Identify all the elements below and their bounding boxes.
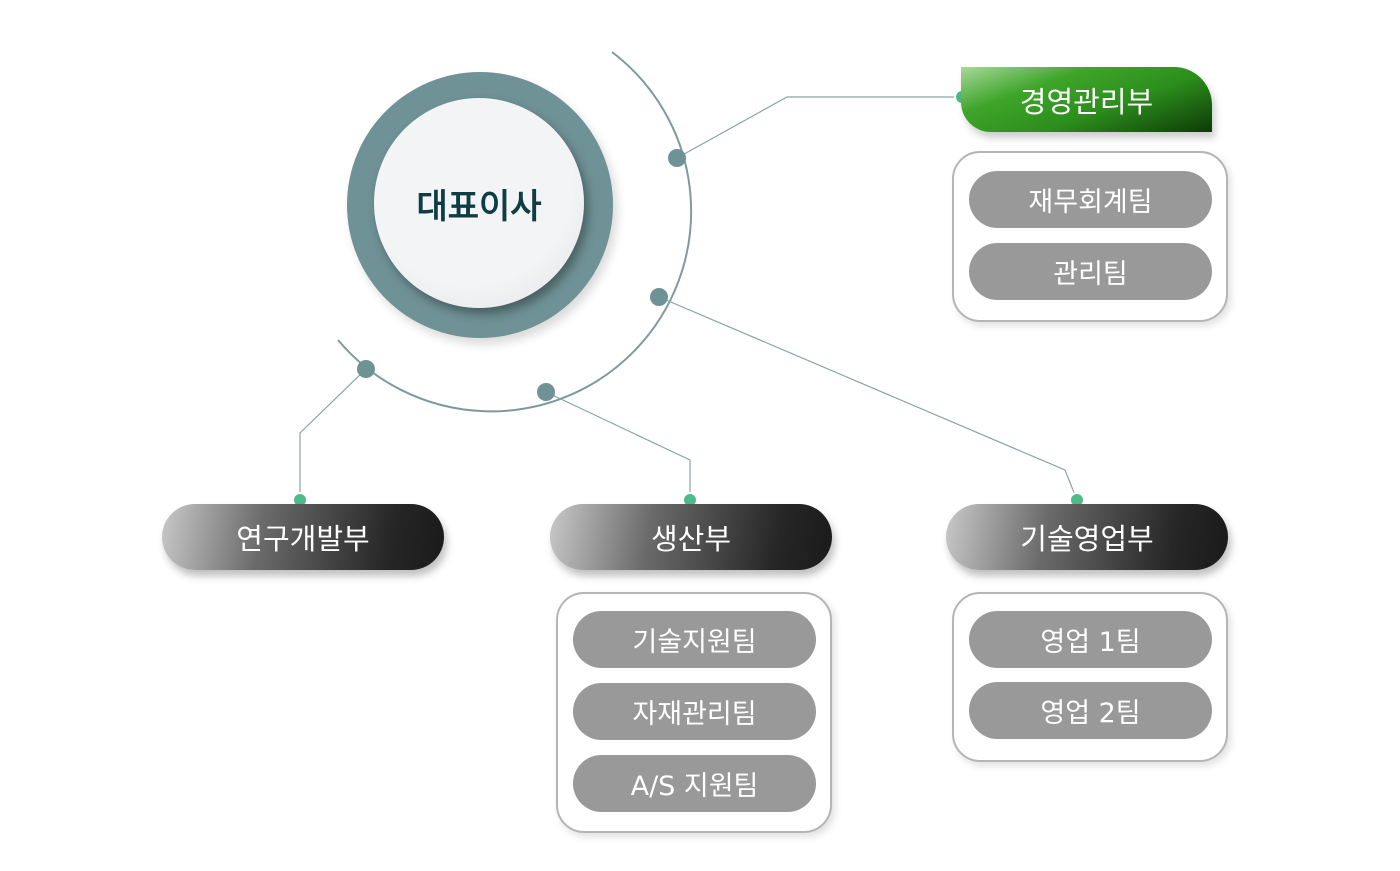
dept-rnd: 연구개발부 xyxy=(162,504,444,570)
orbit-arc xyxy=(337,51,693,413)
orbit-node xyxy=(668,149,686,167)
dept-sales: 기술영업부 xyxy=(946,504,1228,570)
team-finance: 재무회계팀 xyxy=(969,171,1212,228)
line-production xyxy=(545,391,691,500)
team-sales-1: 영업 1팀 xyxy=(969,611,1212,668)
orbit-node xyxy=(357,360,375,378)
line-rnd xyxy=(299,368,367,500)
orbit-node xyxy=(650,288,668,306)
dept-production: 생산부 xyxy=(550,504,832,570)
dept-management: 경영관리부 xyxy=(961,67,1212,132)
line-sales xyxy=(658,296,1078,501)
ceo-node: 대표이사 xyxy=(374,98,584,308)
team-admin: 관리팀 xyxy=(969,243,1212,300)
orbit-node xyxy=(537,383,555,401)
line-management xyxy=(676,96,962,159)
team-materials: 자재관리팀 xyxy=(573,683,816,740)
team-sales-2: 영업 2팀 xyxy=(969,682,1212,739)
team-tech-support: 기술지원팀 xyxy=(573,611,816,668)
team-as-support: A/S 지원팀 xyxy=(573,755,816,812)
